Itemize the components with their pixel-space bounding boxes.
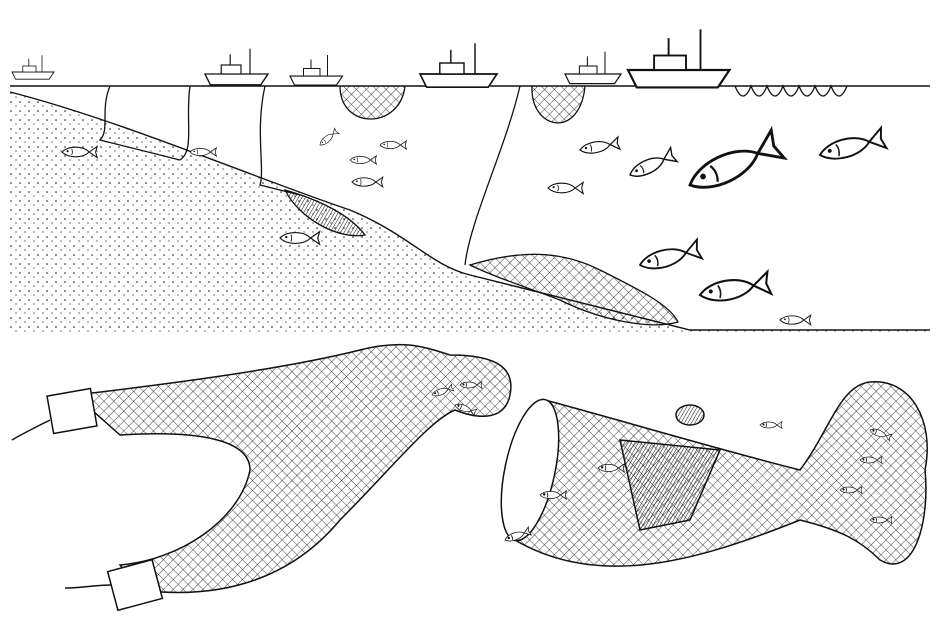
bottom-trawl-large — [468, 253, 679, 326]
boat-6 — [626, 28, 731, 89]
boat-4 — [419, 42, 498, 89]
fishing-vessels — [11, 28, 731, 89]
seabed-cross-section — [9, 85, 930, 335]
boat-1 — [11, 54, 55, 80]
bottom-trawl-small — [283, 188, 367, 237]
conical-net-detail — [500, 381, 928, 567]
trawl-net-detail — [11, 343, 512, 612]
seabed — [10, 92, 930, 335]
boat-5 — [564, 50, 622, 85]
boat-3 — [289, 54, 344, 86]
fishing-lines-and-gear — [98, 84, 848, 326]
otter-board-bottom — [106, 558, 164, 612]
net-panel — [619, 439, 722, 531]
sea-turtle — [675, 404, 705, 426]
boat-2 — [204, 48, 269, 86]
otter-board-top — [46, 387, 98, 435]
